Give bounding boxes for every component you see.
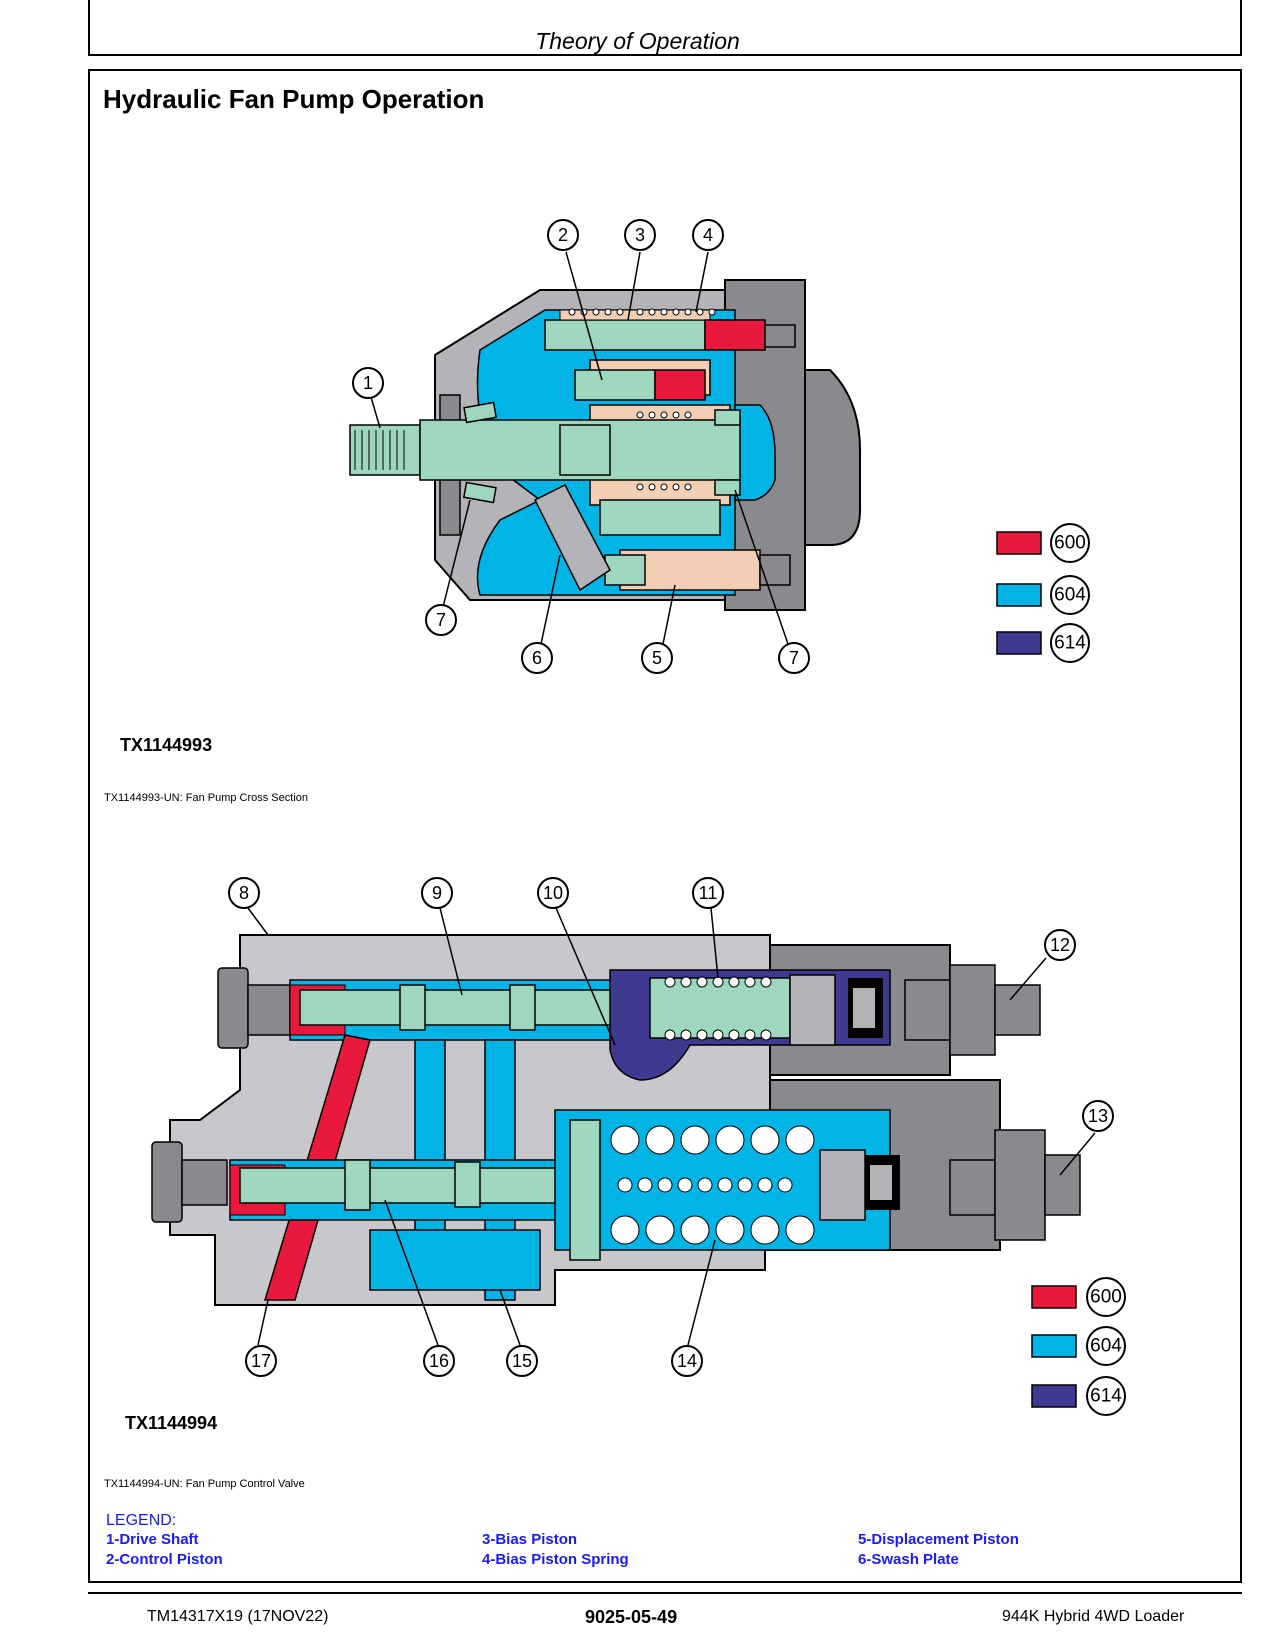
- control-piston-part: [574, 359, 711, 401]
- drive-shaft-part: [349, 419, 741, 481]
- legend-item-drive-shaft: 1-Drive Shaft: [106, 1531, 199, 1548]
- legend-swatch-600: [996, 531, 1042, 555]
- pilot-chamber: [609, 969, 891, 1081]
- callout-5: 5: [652, 648, 662, 668]
- figure2-code: TX1144994: [125, 1413, 218, 1433]
- callout-14: 14: [677, 1351, 697, 1371]
- legend-label-614: 614: [1054, 633, 1086, 654]
- footer-machine-name: 944K Hybrid 4WD Loader: [1002, 1608, 1185, 1625]
- legend-item-bias-piston: 3-Bias Piston: [482, 1531, 578, 1548]
- callout-numbers-fig1: 1 2 3 4 5 6 7 7: [363, 225, 799, 668]
- footer-page-number: 9025-05-49: [585, 1607, 678, 1627]
- swash-plate-part: [533, 484, 611, 592]
- legend2-label-614: 614: [1090, 1386, 1122, 1407]
- callout-leaders-fig1: [370, 251, 789, 645]
- legend-item-bias-piston-spring: 4-Bias Piston Spring: [482, 1551, 629, 1568]
- figure2-caption: TX1144994-UN: Fan Pump Control Valve: [104, 1478, 305, 1490]
- lower-spool: [239, 1159, 591, 1211]
- legend2-label-600: 600: [1090, 1287, 1122, 1308]
- displacement-piston-part: [604, 549, 791, 591]
- legend2-swatch-600: [1031, 1285, 1077, 1309]
- large-spring-coils: [610, 1125, 815, 1245]
- footer-manual-code: TM14317X19 (17NOV22): [147, 1608, 329, 1625]
- bearing-parts: [462, 401, 741, 504]
- legend2-label-604: 604: [1090, 1336, 1122, 1357]
- legend-item-displacement-piston: 5-Displacement Piston: [858, 1531, 1019, 1548]
- upper-adjuster-plug: [904, 964, 1041, 1056]
- callout-7-right: 7: [789, 648, 799, 668]
- callouts-fig1: [352, 219, 810, 674]
- figure1-code: TX1144993: [120, 735, 213, 755]
- legend2-swatch-604: [1031, 1334, 1077, 1358]
- legend-swatch-604: [996, 583, 1042, 607]
- callout-7-left: 7: [436, 610, 446, 630]
- callout-16: 16: [429, 1351, 449, 1371]
- legend-item-swash-plate: 6-Swash Plate: [858, 1551, 959, 1568]
- callout-3: 3: [635, 225, 645, 245]
- legend-swatch-614: [996, 631, 1042, 655]
- callout-15: 15: [512, 1351, 532, 1371]
- legend-title: LEGEND:: [106, 1512, 177, 1529]
- content-frame: [88, 69, 1242, 1583]
- callout-numbers-fig2: 8 9 10 11 12 13 14 15 16 17: [239, 883, 1108, 1371]
- callout-17: 17: [251, 1351, 271, 1371]
- header-title: Theory of Operation: [535, 28, 740, 54]
- callout-4: 4: [703, 225, 713, 245]
- lower-adjuster-plug: [949, 1129, 1081, 1241]
- legend-label-600: 600: [1054, 533, 1086, 554]
- callout-10: 10: [543, 883, 563, 903]
- end-plugs: [151, 967, 291, 1223]
- color-legend-fig1: 600 604 614: [996, 523, 1090, 663]
- callouts-fig2: [228, 877, 1114, 1377]
- case-passages: [369, 1039, 541, 1301]
- upper-spool: [299, 984, 651, 1031]
- callout-6: 6: [532, 648, 542, 668]
- barrel-spring-coils: [636, 411, 692, 491]
- callout-2: 2: [558, 225, 568, 245]
- figure1-caption: TX1144993-UN: Fan Pump Cross Section: [104, 792, 308, 804]
- bias-spring-coils: [568, 308, 716, 316]
- callout-8: 8: [239, 883, 249, 903]
- callout-12: 12: [1050, 935, 1070, 955]
- legend2-swatch-614: [1031, 1384, 1077, 1408]
- bias-piston-part: [544, 309, 796, 351]
- legend-label-604: 604: [1054, 585, 1086, 606]
- callout-13: 13: [1088, 1106, 1108, 1126]
- color-legend-fig2: 600 604 614: [1031, 1277, 1126, 1416]
- callout-1: 1: [363, 373, 373, 393]
- callout-11: 11: [699, 883, 718, 903]
- page-title: Hydraulic Fan Pump Operation: [103, 84, 485, 114]
- header-frame: [88, 0, 1242, 56]
- pilot-spring-coils: [664, 976, 772, 1041]
- footer-rule: [88, 1592, 1242, 1594]
- callout-leaders-fig2: [247, 907, 1096, 1346]
- callout-9: 9: [432, 883, 442, 903]
- legend-item-control-piston: 2-Control Piston: [106, 1551, 223, 1568]
